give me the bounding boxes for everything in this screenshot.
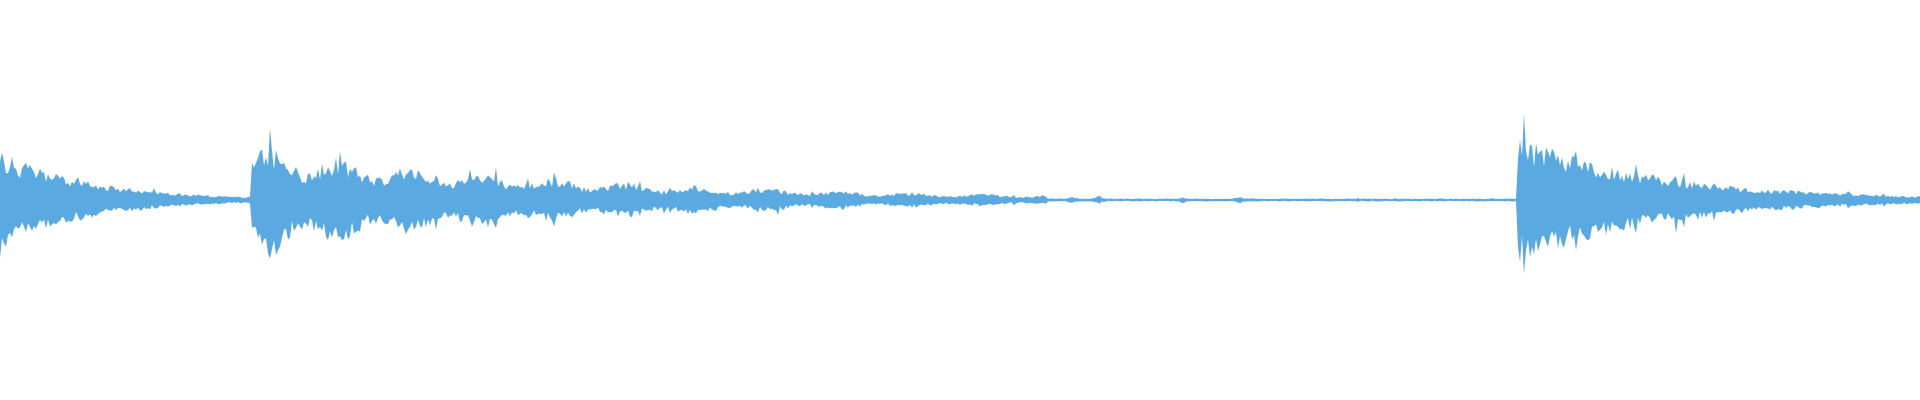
waveform-path: [0, 113, 1920, 275]
